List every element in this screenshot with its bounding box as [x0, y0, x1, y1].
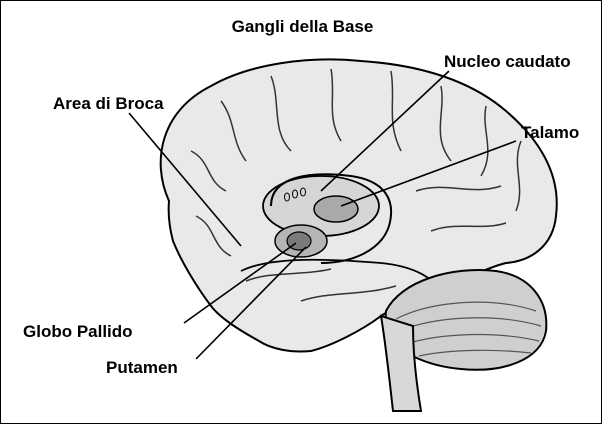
label-putamen: Putamen [106, 358, 178, 377]
thalamus-shape [314, 196, 358, 222]
label-area-di-broca: Area di Broca [53, 94, 164, 113]
label-globo-pallido: Globo Pallido [23, 322, 133, 341]
label-talamo: Talamo [521, 123, 579, 142]
label-nucleo-caudato: Nucleo caudato [444, 52, 571, 71]
